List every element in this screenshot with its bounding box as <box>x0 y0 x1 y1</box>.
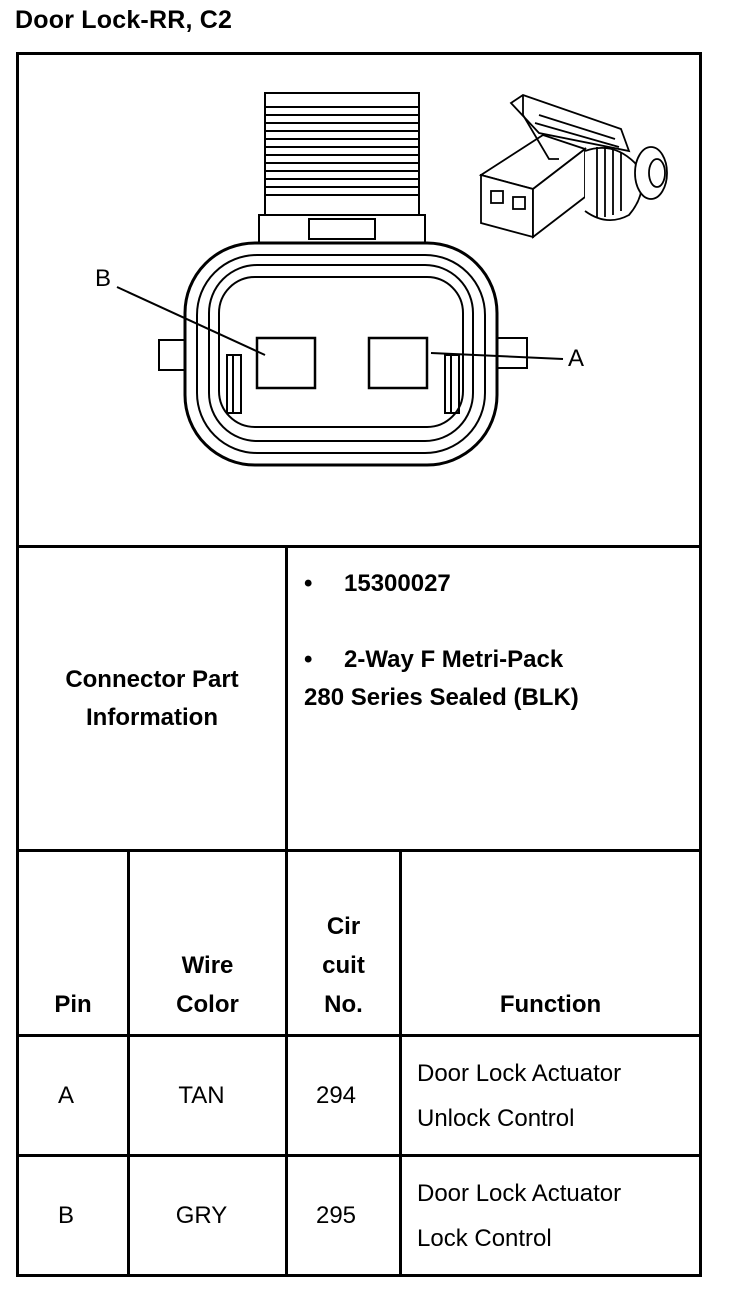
row-b-function: Door Lock Actuator Lock Control <box>417 1171 621 1261</box>
row-b-function-line1: Door Lock Actuator <box>417 1180 622 1207</box>
cavity-a <box>367 336 429 390</box>
row-b-pin: B <box>57 1201 74 1229</box>
row-a-wire-color: TAN <box>178 1081 225 1109</box>
description-item: • 2-Way F Metri-Pack <box>304 641 694 679</box>
divider-pin-column <box>127 849 130 1277</box>
connector-perspective-icon <box>478 94 668 239</box>
header-pin-label: Pin <box>54 991 92 1018</box>
description-line2: 280 Series Sealed (BLK) <box>304 684 579 711</box>
header-cir-line2: cuit <box>322 952 365 979</box>
header-pin: Pin <box>19 852 127 1024</box>
part-number-item: • 15300027 <box>304 565 694 603</box>
divider-diagram-info <box>16 545 702 548</box>
pin-label-a: A <box>568 345 585 372</box>
row-a-function: Door Lock Actuator Unlock Control <box>417 1051 621 1141</box>
lock-tab <box>258 92 426 248</box>
header-function: Function <box>402 852 699 1024</box>
header-wire-line2: Color <box>176 991 239 1018</box>
row-b-wire-color: GRY <box>175 1201 228 1229</box>
bullet-icon: • <box>304 570 313 597</box>
connector-info-label-line2: Information <box>86 703 218 731</box>
pin-label-b: B <box>95 265 112 292</box>
cavity-b <box>255 336 317 390</box>
divider-info-table <box>16 849 702 852</box>
part-number: 15300027 <box>344 570 451 597</box>
connector-table-frame <box>16 52 702 1277</box>
row-a-circuit: 294 <box>315 1081 357 1109</box>
divider-row-a-row-b <box>16 1154 702 1157</box>
divider-header-row <box>16 1034 702 1037</box>
header-wire-line1: Wire <box>181 952 234 979</box>
header-wire-color: Wire Color <box>130 852 285 1024</box>
header-circuit-no: Cir cuit No. <box>288 852 399 1024</box>
header-cir-line1: Cir <box>326 913 361 940</box>
page-title: Door Lock-RR, C2 <box>15 6 233 34</box>
leader-line-b <box>116 286 266 356</box>
row-a-pin: A <box>57 1081 74 1109</box>
divider-wire-column <box>285 849 288 1277</box>
row-a-function-line1: Door Lock Actuator <box>417 1060 622 1087</box>
row-b-circuit: 295 <box>315 1201 357 1229</box>
connector-info-label-line1: Connector Part <box>65 665 239 693</box>
description-line1: 2-Way F Metri-Pack <box>344 646 564 673</box>
row-b-function-line2: Lock Control <box>417 1225 552 1252</box>
divider-info-column <box>285 545 288 849</box>
connector-body <box>183 241 499 467</box>
bullet-icon: • <box>304 646 313 673</box>
connector-diagram: B A <box>19 55 699 545</box>
connector-face-illustration <box>116 92 668 467</box>
connector-info-details: • 15300027 • 2-Way F Metri-Pack 280 Seri… <box>304 565 694 717</box>
right-ear <box>496 337 528 369</box>
header-cir-line3: No. <box>324 991 363 1018</box>
row-a-function-line2: Unlock Control <box>417 1105 575 1132</box>
leader-line-a <box>430 352 564 360</box>
connector-info-label: Connector Part Information <box>19 548 285 849</box>
header-function-label: Function <box>499 991 602 1018</box>
divider-circuit-column <box>399 849 402 1277</box>
